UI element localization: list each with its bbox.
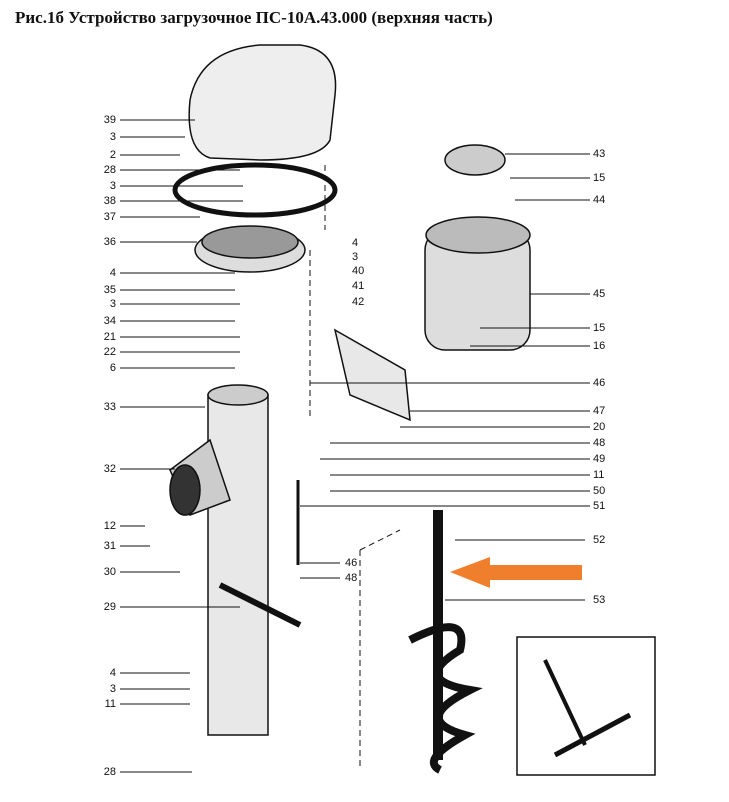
callout-15: 15 (593, 322, 606, 334)
callout-3: 3 (109, 180, 116, 192)
callout-38: 38 (103, 195, 116, 207)
callout-53: 53 (593, 594, 606, 606)
callout-32: 32 (103, 463, 116, 475)
callout-11: 11 (593, 469, 605, 481)
callout-48: 48 (593, 437, 606, 449)
callout-50: 50 (593, 485, 606, 497)
pipe (207, 394, 269, 736)
callout-21: 21 (103, 331, 116, 343)
inset-box (516, 636, 656, 776)
callout-15: 15 (593, 172, 606, 184)
callout-43: 43 (593, 148, 606, 160)
callout-6: 6 (109, 362, 116, 374)
callout-16: 16 (593, 340, 606, 352)
callout-51: 51 (593, 500, 606, 512)
callout-12: 12 (103, 520, 116, 532)
callout-39: 39 (103, 114, 116, 126)
callout-47: 47 (593, 405, 606, 417)
callout-3: 3 (352, 251, 359, 263)
callout-52: 52 (593, 534, 606, 546)
callout-3: 3 (109, 683, 116, 695)
callout-28: 28 (103, 766, 116, 778)
callout-3: 3 (109, 131, 116, 143)
callout-4: 4 (109, 267, 116, 279)
callout-49: 49 (593, 453, 606, 465)
callout-11: 11 (104, 698, 116, 710)
callout-33: 33 (103, 401, 116, 413)
auger-flight (408, 623, 483, 774)
cover (188, 44, 337, 161)
callout-41: 41 (352, 280, 365, 292)
callout-37: 37 (103, 211, 116, 223)
motor-pulley (444, 144, 506, 176)
callout-29: 29 (103, 601, 116, 613)
belt (172, 162, 338, 218)
callout-20: 20 (593, 421, 606, 433)
highlight-arrow (450, 557, 582, 588)
callout-31: 31 (103, 540, 116, 552)
callout-35: 35 (103, 284, 116, 296)
callout-34: 34 (103, 315, 116, 327)
figure-title: Рис.1б Устройство загрузочное ПС-10А.43.… (15, 8, 493, 27)
callout-4: 4 (109, 667, 116, 679)
callout-40: 40 (352, 265, 365, 277)
callout-28: 28 (103, 164, 116, 176)
bracket (333, 328, 411, 422)
callout-2: 2 (109, 149, 116, 161)
callout-30: 30 (103, 566, 116, 578)
callout-4: 4 (352, 237, 359, 249)
callout-45: 45 (593, 288, 606, 300)
callout-22: 22 (103, 346, 116, 358)
callout-46: 46 (345, 557, 358, 569)
callout-46: 46 (593, 377, 606, 389)
callout-3: 3 (109, 298, 116, 310)
callout-36: 36 (103, 236, 116, 248)
callout-44: 44 (593, 194, 606, 206)
callout-42: 42 (352, 296, 365, 308)
callout-48: 48 (345, 572, 358, 584)
